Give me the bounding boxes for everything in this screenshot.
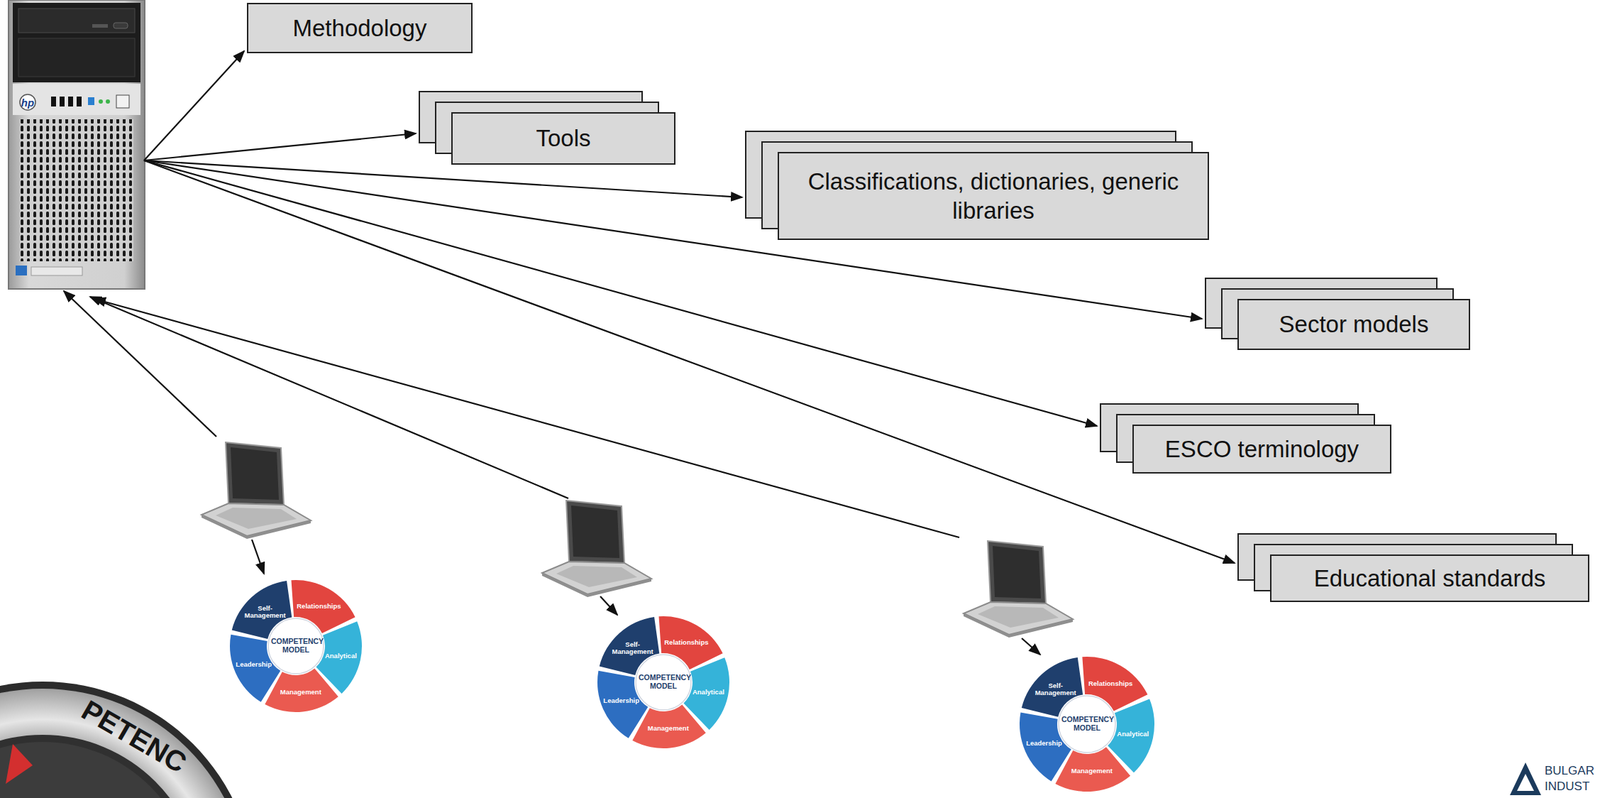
text-box: Sector models [1237, 298, 1471, 350]
text-box: Educational standards [1270, 554, 1590, 602]
segment-label: Management [280, 687, 322, 695]
box-label: Educational standards [1314, 563, 1547, 593]
laptop-picture [201, 442, 311, 539]
segment-label: Leadership [603, 696, 640, 704]
wheel-title: COMPETENCY MODEL [638, 673, 689, 690]
segment-label: Management [647, 723, 689, 731]
text-box: Classifications, dictionaries, generic l… [777, 151, 1210, 240]
wheel-title: COMPETENCY MODEL [271, 637, 321, 654]
segment-label: Relationships [1088, 679, 1133, 687]
box-label: Sector models [1279, 309, 1430, 339]
segment-label: Analytical [692, 687, 725, 695]
laptop-picture [963, 540, 1073, 638]
segment-label: Leadership [235, 660, 272, 668]
competency-wheel: COMPETENCY MODEL Self-Management Relations… [596, 615, 731, 749]
logo-text: BULGAR [1544, 763, 1595, 778]
segment-label: Management [1071, 767, 1113, 775]
box-label: ESCO terminology [1165, 434, 1359, 464]
logo-text: INDUST [1544, 779, 1590, 794]
segment-label: Self-Management [608, 640, 658, 655]
competency-wheel: COMPETENCY MODEL Self-Management Relations… [229, 578, 363, 713]
text-box: ESCO terminology [1132, 424, 1392, 474]
wheel-center [268, 618, 324, 674]
text-box: Tools [451, 112, 676, 165]
compass-picture [0, 681, 256, 798]
segment-label: Relationships [664, 638, 709, 646]
wheel-center [1058, 695, 1116, 753]
box-label: Tools [535, 123, 591, 153]
logo-text: hp [21, 96, 35, 109]
segment-label: Leadership [1025, 739, 1063, 747]
segment-label: Self-Management [1030, 681, 1081, 697]
text-box: Methodology [246, 2, 473, 54]
laptop-picture [542, 500, 652, 597]
segment-label: Analytical [324, 651, 357, 659]
compass-text: PETENC [75, 693, 192, 779]
segment-label: Relationships [296, 602, 341, 610]
competency-wheel: COMPETENCY MODEL Self-Management Relations… [1018, 655, 1156, 792]
box-label: Methodology [293, 13, 428, 43]
segment-label: Analytical [1116, 730, 1149, 738]
segment-label: Self-Management [240, 603, 291, 619]
box-label: Classifications, dictionaries, generic l… [801, 166, 1185, 226]
wheel-title: COMPETENCY MODEL [1061, 715, 1113, 732]
arrow-lines [63, 51, 1235, 655]
server-picture [8, 0, 145, 289]
logo-mark [1509, 762, 1542, 795]
wheel-center [635, 654, 692, 710]
